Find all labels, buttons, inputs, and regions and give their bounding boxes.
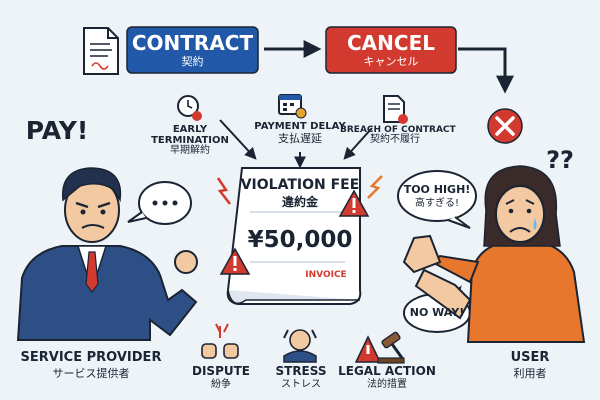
dispute-label-jp: 紛争	[211, 379, 231, 390]
contract-label: CONTRACT	[131, 31, 254, 55]
fee-amount: ¥50,000	[247, 227, 353, 253]
service-provider-figure	[16, 167, 198, 341]
early-label-line2: TERMINATION	[151, 134, 229, 146]
warning-icon	[338, 189, 370, 217]
question-marks: ??	[546, 146, 574, 174]
payment-delay-label: PAYMENT DELAY 支払遅延	[250, 121, 350, 145]
breach-label-jp: 契約不履行	[370, 134, 420, 146]
user-label-jp: 利用者	[513, 367, 547, 380]
spark-icon	[367, 175, 383, 199]
cancel-label: CANCEL	[347, 31, 435, 55]
arrow-cancel-to-x	[458, 47, 514, 94]
broken-document-icon	[383, 95, 408, 124]
cancel-label-jp: キャンセル	[363, 55, 419, 68]
delay-label-en: PAYMENT DELAY	[254, 121, 346, 132]
dispute-icon	[201, 323, 239, 359]
warning-icon	[219, 247, 251, 275]
violation-fee-title-jp: 違約金	[281, 195, 318, 209]
provider-label: SERVICE PROVIDER	[20, 350, 162, 365]
delay-label-jp: 支払遅延	[278, 131, 322, 145]
calendar-icon	[278, 94, 307, 119]
too-high-text-jp: 高すぎる!	[414, 198, 459, 209]
dispute-label: DISPUTE	[192, 364, 250, 378]
breach-label-en: BREACH OF CONTRACT	[340, 125, 456, 135]
stress-label: STRESS	[275, 364, 327, 378]
early-termination-label: EARLY TERMINATION 早期解約	[150, 124, 230, 157]
violation-fee-title: VIOLATION FEE	[240, 177, 360, 193]
stress-icon	[283, 329, 317, 363]
legal-action-label: LEGAL ACTION	[338, 364, 436, 378]
no-way-text: NO WAY!	[409, 306, 465, 319]
provider-label-jp: サービス提供者	[52, 367, 130, 380]
invoice-paper	[226, 167, 362, 305]
invoice-tag: INVOICE	[305, 270, 347, 280]
clock-icon	[177, 95, 202, 121]
arrow-breach-to-invoice	[343, 127, 373, 160]
breach-label: BREACH OF CONTRACT 契約不履行	[340, 125, 456, 146]
early-label-line1: EARLY	[172, 124, 208, 135]
contract-box	[126, 26, 259, 74]
x-circle-icon	[487, 108, 523, 144]
too-high-text: TOO HIGH!	[403, 183, 471, 196]
arrow-early-to-invoice	[219, 119, 257, 160]
provider-speech-bubble	[127, 181, 192, 225]
spark-icon	[216, 177, 231, 205]
user-label: USER	[510, 350, 550, 365]
gavel-icon	[354, 331, 405, 364]
cancel-box	[325, 26, 457, 74]
contract-label-jp: 契約	[181, 55, 204, 68]
document-icon	[83, 27, 119, 75]
user-figure	[402, 165, 586, 343]
user-speech-bubble-high	[397, 170, 477, 229]
pay-shout: PAY!	[25, 116, 89, 145]
early-label-jp: 早期解約	[170, 145, 210, 156]
stress-label-jp: ストレス	[281, 379, 321, 390]
legal-action-label-jp: 法的措置	[367, 379, 407, 390]
